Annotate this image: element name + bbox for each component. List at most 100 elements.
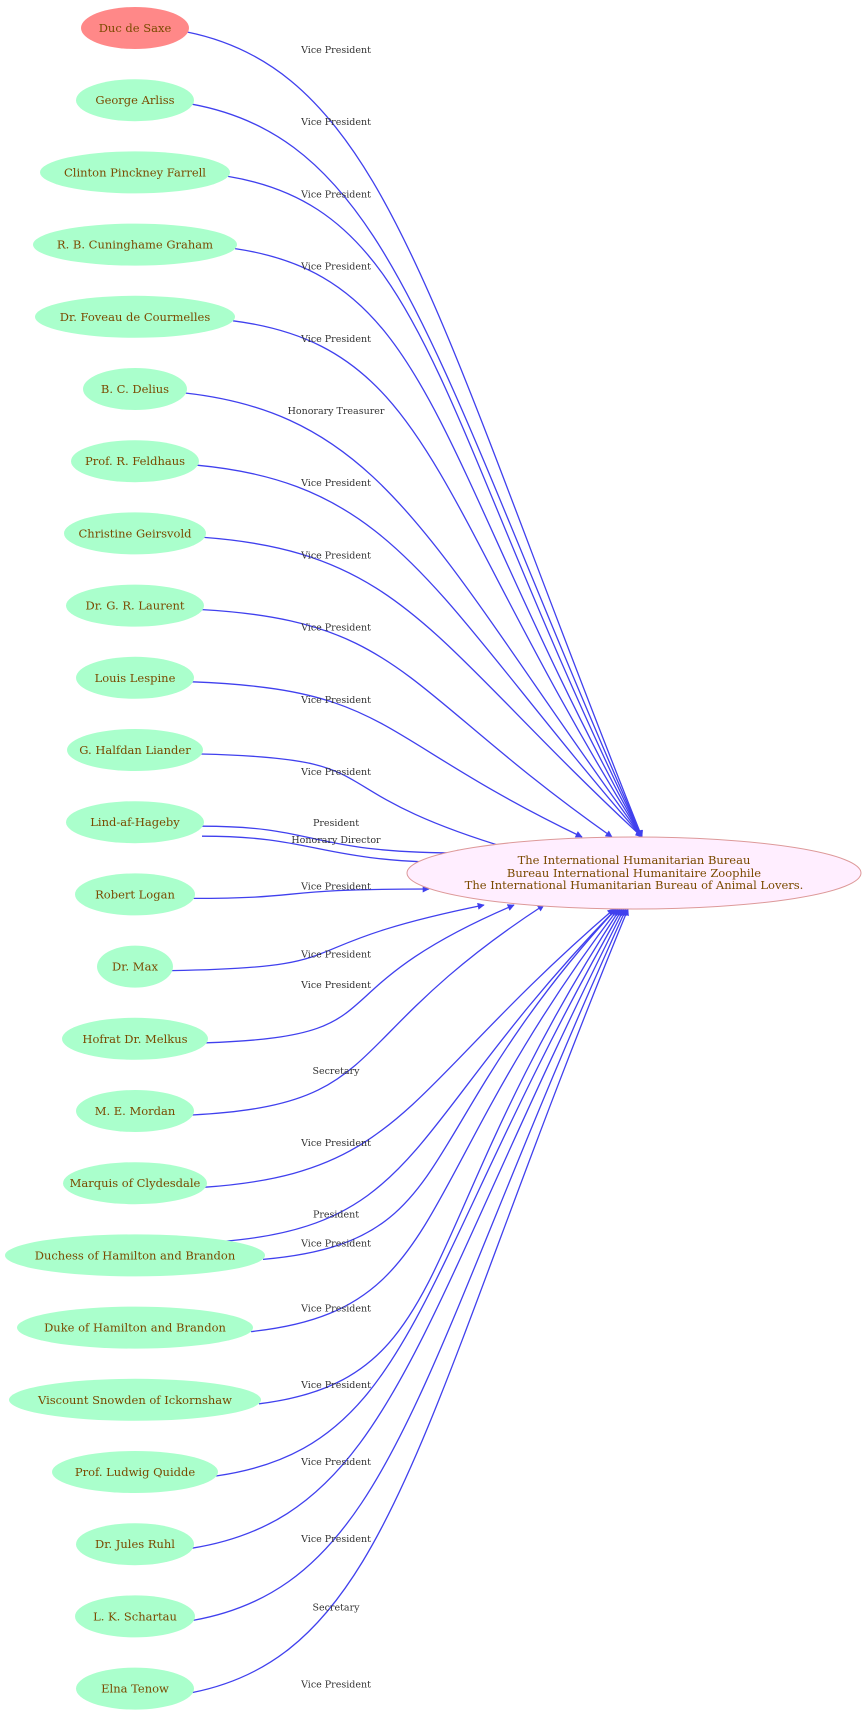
person-node[interactable]: Elna Tenow	[76, 1667, 194, 1710]
person-node-label: Duke of Hamilton and Brandon	[44, 1321, 226, 1335]
person-node[interactable]: G. Halfdan Liander	[67, 729, 203, 771]
edge-17	[262, 908, 617, 1261]
person-node-ellipse	[64, 512, 206, 555]
edge-label-10: Vice President	[300, 767, 371, 778]
person-node-ellipse	[76, 656, 194, 699]
person-node[interactable]: George Arliss	[76, 79, 194, 122]
person-node-ellipse	[66, 584, 204, 627]
edge-label-7: Vice President	[300, 550, 371, 561]
person-node-label: Duchess of Hamilton and Brandon	[35, 1248, 236, 1262]
person-node[interactable]: Dr. Foveau de Courmelles	[35, 295, 235, 338]
person-node[interactable]: Louis Lespine	[76, 656, 194, 699]
person-node-ellipse	[97, 945, 173, 988]
person-node[interactable]: L. K. Schartau	[75, 1595, 195, 1638]
edge-label-15: Secretary	[312, 1066, 360, 1077]
person-node-ellipse	[40, 151, 230, 194]
edge-label-23: Vice President	[300, 1680, 371, 1691]
edge-label-20: Vice President	[300, 1457, 371, 1468]
person-node-ellipse	[5, 1234, 265, 1277]
person-node-label: Elna Tenow	[101, 1682, 169, 1696]
person-node-label: George Arliss	[95, 93, 174, 107]
person-node[interactable]: Viscount Snowden of Ickornshaw	[9, 1378, 261, 1421]
edge-15	[191, 904, 545, 1116]
person-node[interactable]: Lind-af-Hageby	[66, 801, 204, 844]
target-node-line-3: The International Humanitarian Bureau of…	[465, 878, 804, 892]
edge-1	[191, 103, 643, 838]
edge-label-8: Vice President	[300, 623, 371, 634]
edge-label-16: Vice President	[300, 1138, 371, 1149]
person-node-ellipse	[33, 223, 237, 266]
person-node[interactable]: Duchess of Hamilton and Brandon	[5, 1234, 265, 1277]
edge-20	[215, 908, 623, 1477]
edge-label-1: Vice President	[300, 117, 371, 128]
person-node[interactable]: Robert Logan	[75, 873, 195, 916]
person-node[interactable]: R. B. Cuninghame Graham	[33, 223, 237, 266]
edge-label-12: Vice President	[300, 881, 371, 892]
person-node-label: Robert Logan	[95, 887, 175, 901]
person-node[interactable]: Marquis of Clydesdale	[63, 1162, 207, 1205]
person-node-label: Dr. Max	[112, 960, 158, 974]
person-node[interactable]: Christine Geirsvold	[64, 512, 206, 555]
target-node[interactable]: The International Humanitarian Bureau Bu…	[406, 836, 862, 910]
person-node[interactable]: Duke of Hamilton and Brandon	[17, 1306, 253, 1349]
person-node-ellipse	[76, 1523, 194, 1566]
person-node-ellipse	[66, 801, 204, 844]
person-node-ellipse	[63, 1162, 207, 1205]
edge-label-5: Honorary Treasurer	[288, 406, 385, 417]
edge-6	[196, 464, 643, 838]
person-node-ellipse	[35, 295, 235, 338]
edge-label-14: Vice President	[300, 980, 371, 991]
edge-22	[192, 908, 627, 1622]
edge-label-3: Vice President	[300, 262, 371, 273]
edge-label-19: Vice President	[300, 1380, 371, 1391]
edge-7	[203, 536, 643, 838]
edge-4	[232, 320, 643, 838]
edge-17-2	[222, 908, 617, 1243]
person-node[interactable]: Duc de Saxe	[81, 7, 189, 49]
edge-18	[250, 908, 619, 1333]
person-node-label: Hofrat Dr. Melkus	[82, 1032, 187, 1046]
edge-label-21: Vice President	[300, 1534, 371, 1545]
edge-14	[205, 904, 515, 1044]
edge-16	[204, 908, 615, 1188]
person-node-label: Dr. Jules Ruhl	[95, 1537, 175, 1551]
person-node-ellipse	[9, 1378, 261, 1421]
edge-12	[192, 885, 430, 900]
person-node-label: Marquis of Clydesdale	[70, 1176, 201, 1190]
person-node[interactable]: Prof. Ludwig Quidde	[52, 1451, 218, 1493]
person-node-ellipse	[81, 7, 189, 49]
edge-13	[170, 902, 485, 972]
person-node[interactable]: Dr. Jules Ruhl	[76, 1523, 194, 1566]
edge-19	[258, 908, 621, 1405]
person-node[interactable]: Clinton Pinckney Farrell	[40, 151, 230, 194]
edge-8	[201, 608, 613, 838]
target-node-line-1: The International Humanitarian Bureau	[518, 853, 751, 867]
person-node-label: Prof. R. Feldhaus	[85, 454, 185, 468]
person-node-ellipse	[83, 368, 187, 410]
edge-label-11: President	[313, 818, 359, 829]
person-node[interactable]: Dr. Max	[97, 945, 173, 988]
person-node-label: Duc de Saxe	[99, 21, 172, 35]
edge-9	[191, 681, 583, 838]
edge-10	[200, 753, 515, 852]
edge-5	[184, 392, 643, 838]
edge-layer	[170, 31, 643, 1694]
edge-label-22: Secretary	[312, 1602, 360, 1613]
person-node[interactable]: M. E. Mordan	[76, 1090, 194, 1132]
target-node-line-2: Bureau International Humanitaire Zoophil…	[507, 866, 761, 880]
edge-label-13: Vice President	[300, 950, 371, 961]
person-node-label: B. C. Delius	[101, 382, 169, 396]
person-node-ellipse	[17, 1306, 253, 1349]
person-node-ellipse	[62, 1017, 208, 1060]
person-node[interactable]: Dr. G. R. Laurent	[66, 584, 204, 627]
person-node[interactable]: Prof. R. Feldhaus	[71, 440, 199, 483]
person-node-ellipse	[76, 79, 194, 122]
edge-23	[191, 908, 629, 1694]
person-node[interactable]: B. C. Delius	[83, 368, 187, 410]
person-node[interactable]: Hofrat Dr. Melkus	[62, 1017, 208, 1060]
person-node-label: Dr. G. R. Laurent	[85, 599, 184, 613]
edge-label-17-2: Vice President	[300, 1238, 371, 1249]
edge-label-11-2: Honorary Director	[291, 835, 381, 846]
